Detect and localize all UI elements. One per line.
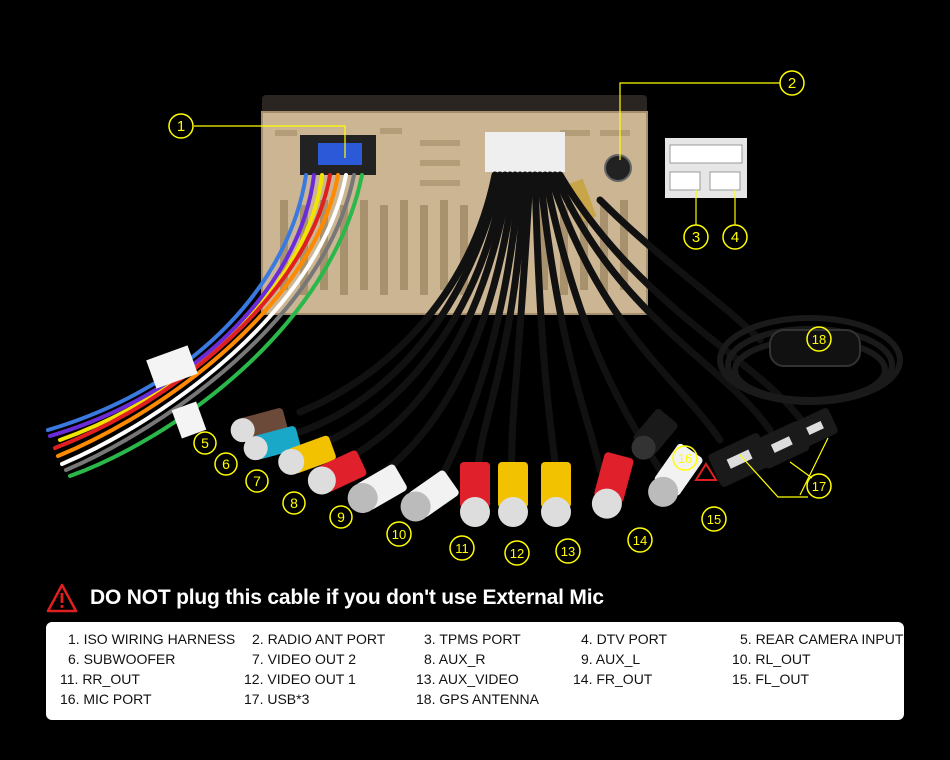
callout-11: 11 (449, 535, 475, 561)
callout-2: 2 (779, 70, 805, 96)
svg-text:7: 7 (253, 473, 261, 489)
callout-13: 13 (555, 538, 581, 564)
legend-item: 5. REAR CAMERA INPUT (740, 631, 904, 647)
warning-icon (694, 462, 718, 481)
legend-item: 9. AUX_L (581, 651, 641, 667)
svg-text:5: 5 (201, 435, 209, 451)
iso-harness-wires (46, 173, 364, 478)
tpms-dtv-inset (665, 138, 747, 198)
svg-text:16: 16 (678, 451, 692, 466)
callout-17: 17 (806, 473, 832, 499)
callout-3: 3 (683, 224, 709, 250)
radio-ant-port (604, 154, 632, 182)
callout-8: 8 (282, 491, 306, 515)
callout-12: 12 (504, 540, 530, 566)
callout-9: 9 (329, 505, 353, 529)
callout-14: 14 (627, 527, 653, 553)
gps-antenna (717, 315, 903, 405)
legend-item: 7. VIDEO OUT 2 (252, 651, 356, 667)
svg-text:9: 9 (337, 509, 345, 525)
callout-18: 18 (806, 326, 832, 352)
svg-text:10: 10 (392, 527, 406, 542)
legend-item: 13. AUX_VIDEO (416, 671, 519, 687)
usb-plugs (708, 408, 838, 487)
legend-item: 1. ISO WIRING HARNESS (68, 631, 236, 647)
svg-text:3: 3 (692, 229, 700, 246)
legend-item: 15. FL_OUT (732, 671, 810, 687)
svg-text:12: 12 (510, 546, 524, 561)
callout-markers: 1 2 3 4 5 6 7 8 9 10 11 12 13 14 15 16 1… (168, 70, 832, 566)
legend-item: 18. GPS ANTENNA (416, 691, 539, 707)
svg-text:18: 18 (812, 332, 826, 347)
svg-text:13: 13 (561, 544, 575, 559)
callout-16: 16 (672, 445, 698, 471)
callout-4: 4 (722, 224, 748, 250)
port-legend: 1. ISO WIRING HARNESS 2. RADIO ANT PORT … (46, 622, 904, 720)
legend-item: 3. TPMS PORT (424, 631, 521, 647)
legend-item: 10. RL_OUT (732, 651, 811, 667)
svg-text:1: 1 (177, 118, 185, 135)
callout-5: 5 (193, 431, 217, 455)
callout-15: 15 (701, 506, 727, 532)
svg-text:2: 2 (788, 75, 796, 92)
warning-triangle-icon (46, 583, 78, 613)
rca-plugs (230, 408, 703, 527)
harness-label (146, 345, 198, 389)
harness-label (171, 401, 207, 439)
svg-text:15: 15 (707, 512, 721, 527)
rca-cables (296, 171, 809, 484)
svg-text:17: 17 (812, 479, 826, 494)
product-diagram: 1 2 3 4 5 6 7 8 9 10 11 12 13 14 15 16 1… (46, 70, 903, 566)
svg-text:4: 4 (731, 229, 739, 246)
legend-item: 4. DTV PORT (581, 631, 668, 647)
svg-text:14: 14 (633, 533, 647, 548)
callout-1: 1 (168, 113, 194, 139)
legend-item: 14. FR_OUT (573, 671, 653, 687)
callout-10: 10 (386, 521, 412, 547)
svg-text:6: 6 (222, 456, 230, 472)
legend-item: 12. VIDEO OUT 1 (244, 671, 356, 687)
legend-item: 16. MIC PORT (60, 691, 152, 707)
svg-text:8: 8 (290, 495, 298, 511)
legend-item: 8. AUX_R (424, 651, 486, 667)
iso-connector (300, 135, 376, 175)
legend-item: 2. RADIO ANT PORT (252, 631, 386, 647)
main-connector (485, 132, 565, 172)
callout-6: 6 (214, 452, 238, 476)
external-mic-warning: DO NOT plug this cable if you don't use … (46, 578, 604, 618)
callout-7: 7 (245, 469, 269, 493)
warning-text: DO NOT plug this cable if you don't use … (90, 586, 604, 609)
coax-plug (569, 178, 597, 222)
legend-item: 17. USB*3 (244, 691, 310, 707)
legend-item: 11. RR_OUT (60, 671, 140, 687)
legend-item: 6. SUBWOOFER (68, 651, 176, 667)
leader-lines (194, 82, 829, 498)
svg-text:11: 11 (455, 541, 469, 556)
